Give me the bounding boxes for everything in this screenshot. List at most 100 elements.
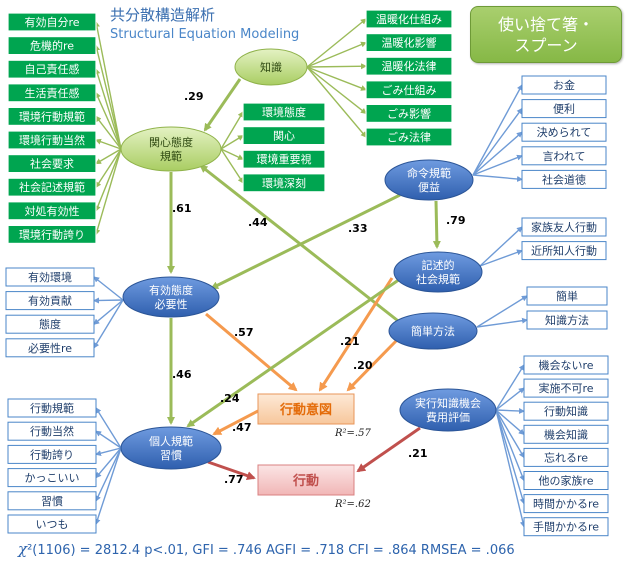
latent-label: 知識 [260,60,282,74]
indicator-label: 関心 [273,130,295,143]
latent-ellipse [384,159,474,201]
indicator-rect [242,149,326,169]
structural-arrow [346,338,399,392]
indicator-box: 言われて [521,146,607,166]
indicator-box: 自己責任感 [7,59,97,79]
indicator-line [472,131,523,176]
indicator-box: 簡単 [526,286,608,306]
indicator-label: 環境深刻 [262,176,306,190]
indicator-rect [521,122,607,142]
fit-statistics: χ²(1106) = 2812.4 p<.01, GFI = .746 AGFI… [18,540,515,558]
latent-label: 簡単方法 [411,324,455,338]
indicator-rect [5,314,95,334]
indicator-label: 生活責任感 [25,86,80,100]
path-coefficient: .79 [446,214,466,227]
indicator-label: ごみ仕組み [382,83,437,97]
indicator-rect [523,494,609,514]
indicator-rect [7,59,97,79]
indicator-rect [521,75,607,95]
indicator-box: 環境行動規範 [7,106,97,127]
structural-arrow [318,277,394,392]
indicator-line [476,317,528,328]
indicator-line [95,148,122,212]
indicator-box: 有効自分re [7,12,97,32]
indicator-line [93,299,124,349]
indicator-rect [242,125,326,146]
indicator-box: いつも [7,514,97,534]
indicator-box: ごみ仕組み [365,80,453,100]
structural-arrow [210,193,401,290]
indicator-box: 温暖化影響 [365,32,453,53]
indicator-label: 環境行動当然 [19,133,85,147]
indicator-rect [7,201,97,221]
indicator-rect [365,9,453,29]
indicator-rect [523,517,609,537]
indicator-line [495,409,526,528]
indicator-box: 時間かかるre [523,494,609,514]
indicator-line [95,447,122,457]
indicator-boxes: 有効自分re危機的re自己責任感生活責任感環境行動規範環境行動当然社会要求社会記… [5,9,609,537]
indicator-line [95,430,122,449]
indicator-box: お金 [521,75,607,95]
indicator-box: 決められて [521,122,607,142]
indicator-box: かっこいい [7,468,97,488]
indicator-label: 必要性re [28,341,72,355]
indicator-box: 便利 [521,99,607,119]
indicator-rect [5,291,95,311]
indicator-label: 行動誇り [30,447,74,461]
indicator-box: 社会道徳 [521,169,607,189]
indicator-line [495,409,525,482]
indicator-label: かっこいい [25,472,80,485]
latent-label: 個人規範習慣 [149,434,193,462]
indicator-label: ごみ法律 [387,130,431,144]
indicator-label: お金 [553,78,575,92]
indicator-line [94,68,122,150]
structural-arrow [356,426,421,473]
indicator-line [220,135,244,150]
indicator-line [306,41,367,68]
indicator-rect [521,146,607,166]
latent-ellipse [120,426,222,470]
path-coefficient: .21 [340,335,360,348]
indicator-label: 家族友人行動 [531,220,597,234]
indicator-box: 他の家族re [523,471,609,490]
indicator-rect [242,173,326,193]
indicator-label: 環境態度 [262,105,306,119]
indicator-label: 決められて [537,126,592,139]
indicator-label: ごみ影響 [387,106,431,120]
indicator-rect [521,217,607,237]
indicator-label: 他の家族re [538,474,593,488]
indicator-label: いつも [36,518,69,531]
indicator-line [220,148,244,184]
indicator-line [306,66,367,91]
indicator-line [94,148,122,236]
path-coefficient: .24 [220,392,240,405]
structural-arrow [207,460,256,480]
indicator-box: 機会ないre [523,355,609,375]
indicator-rect [365,103,453,124]
indicator-box: 行動当然 [7,421,97,441]
indicator-rect [7,444,97,464]
indicator-label: 行動規範 [30,401,74,415]
indicator-rect [7,130,97,150]
latent-ellipse [388,312,478,350]
latent-ellipse [399,388,497,432]
indicator-rect [523,355,609,375]
latent-ellipse [393,251,483,293]
diagram-title-ja: 共分散構造解析 [110,6,216,24]
indicator-box: 行動知識 [523,401,609,421]
indicator-box: 環境重要視 [242,149,326,169]
latent-yuko: 有効態度必要性 [122,276,220,318]
indicator-box: 対処有効性 [7,201,97,221]
path-coefficient: .57 [234,326,254,339]
indicator-line [495,387,525,411]
indicator-box: 危機的re [7,35,97,56]
indicator-line [93,297,124,304]
indicator-box: 行動規範 [7,398,97,418]
indicator-box: 温暖化法律 [365,56,453,76]
latent-label: 実行知識機会費用評価 [415,396,481,424]
indicator-box: 手間かかるre [523,517,609,537]
indicator-rect [7,421,97,441]
indicator-box: 態度 [5,314,95,334]
